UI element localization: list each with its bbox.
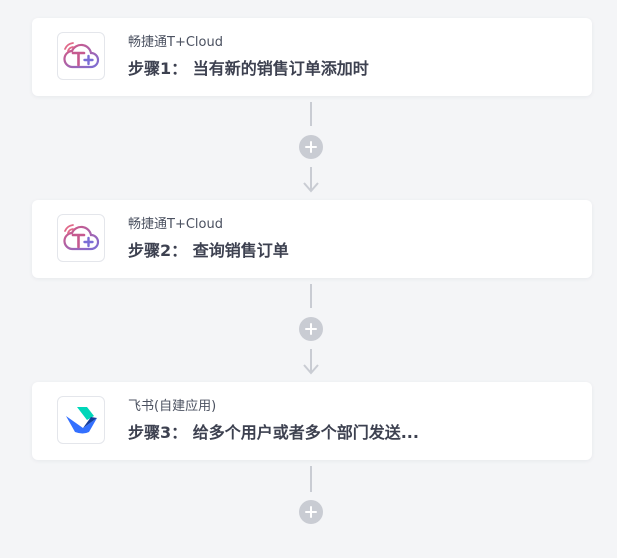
app-name: 畅捷通T+Cloud [128, 217, 223, 232]
app-name: 畅捷通T+Cloud [128, 35, 223, 50]
step-card-1[interactable]: 畅捷通T+Cloud 步骤1： 当有新的销售订单添加时 [32, 18, 592, 96]
connector-line [310, 284, 312, 308]
step-title: 步骤2： 查询销售订单 [128, 241, 289, 260]
add-step-button[interactable] [299, 135, 323, 159]
feishu-icon [57, 396, 105, 444]
add-step-button[interactable] [299, 317, 323, 341]
arrow-down-icon [303, 167, 319, 193]
step-title: 步骤1： 当有新的销售订单添加时 [128, 59, 369, 78]
app-name: 飞书(自建应用) [128, 399, 217, 414]
add-step-button[interactable] [299, 500, 323, 524]
step-card-2[interactable]: 畅捷通T+Cloud 步骤2： 查询销售订单 [32, 200, 592, 278]
connector-line [310, 102, 312, 126]
tplus-cloud-icon [57, 32, 105, 80]
step-title: 步骤3： 给多个用户或者多个部门发送... [128, 423, 419, 442]
connector-line [310, 466, 312, 492]
arrow-down-icon [303, 349, 319, 375]
tplus-cloud-icon [57, 214, 105, 262]
step-card-3[interactable]: 飞书(自建应用) 步骤3： 给多个用户或者多个部门发送... [32, 382, 592, 460]
